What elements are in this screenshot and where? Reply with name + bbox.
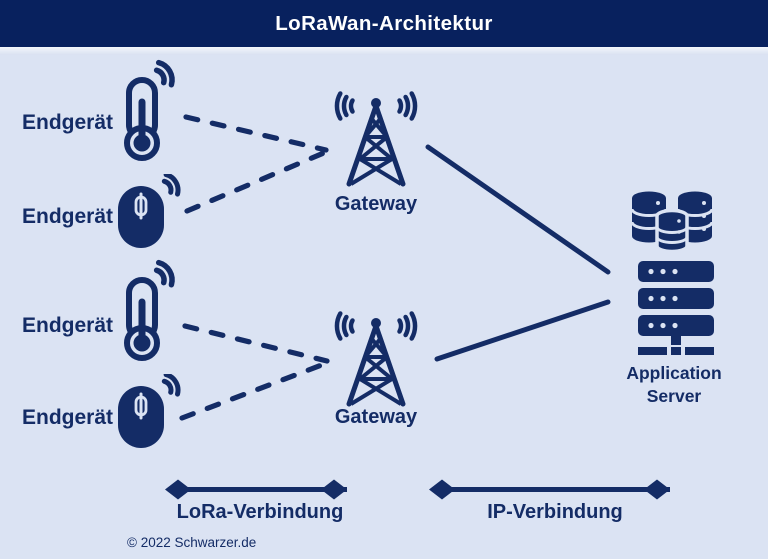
- antenna-tower-icon: [334, 311, 418, 407]
- lora-dashed-link-3: [182, 323, 330, 364]
- lora-dashed-link-1: [183, 114, 329, 153]
- lora-dashed-link-4: [179, 360, 330, 421]
- device-label: Endgerät: [22, 205, 114, 228]
- mouse-signal-icon: [118, 374, 181, 448]
- ip-range-line-icon: [429, 479, 670, 500]
- lora-dashed-link-2: [184, 149, 329, 214]
- server-rack-icon: [638, 261, 714, 355]
- antenna-tower-icon: [334, 91, 418, 187]
- title-bar: LoRaWan-Architektur: [0, 0, 768, 47]
- ip-legend-label: IP-Verbindung: [487, 501, 623, 523]
- ip-link-2: [434, 299, 611, 362]
- copyright-text: © 2022 Schwarzer.de: [127, 535, 257, 550]
- gateway-label: Gateway: [334, 193, 418, 215]
- device-label: Endgerät: [22, 314, 114, 337]
- gateway-label: Gateway: [334, 406, 418, 428]
- mouse-signal-icon: [118, 174, 181, 248]
- header-separator: [0, 47, 768, 55]
- application-server-label: Application Server: [612, 362, 736, 407]
- database-icon: [630, 191, 714, 254]
- diagram-title: LoRaWan-Architektur: [275, 11, 493, 35]
- lora-legend-label: LoRa-Verbindung: [176, 501, 344, 523]
- ip-link-1: [425, 144, 611, 275]
- thermometer-signal-icon: [124, 259, 175, 361]
- device-label: Endgerät: [22, 406, 114, 429]
- lora-range-line-icon: [165, 479, 347, 500]
- thermometer-signal-icon: [124, 59, 175, 161]
- application-server-label-line2: Server: [646, 385, 702, 406]
- device-label: Endgerät: [22, 111, 114, 134]
- application-server-label-line1: Application: [626, 363, 722, 383]
